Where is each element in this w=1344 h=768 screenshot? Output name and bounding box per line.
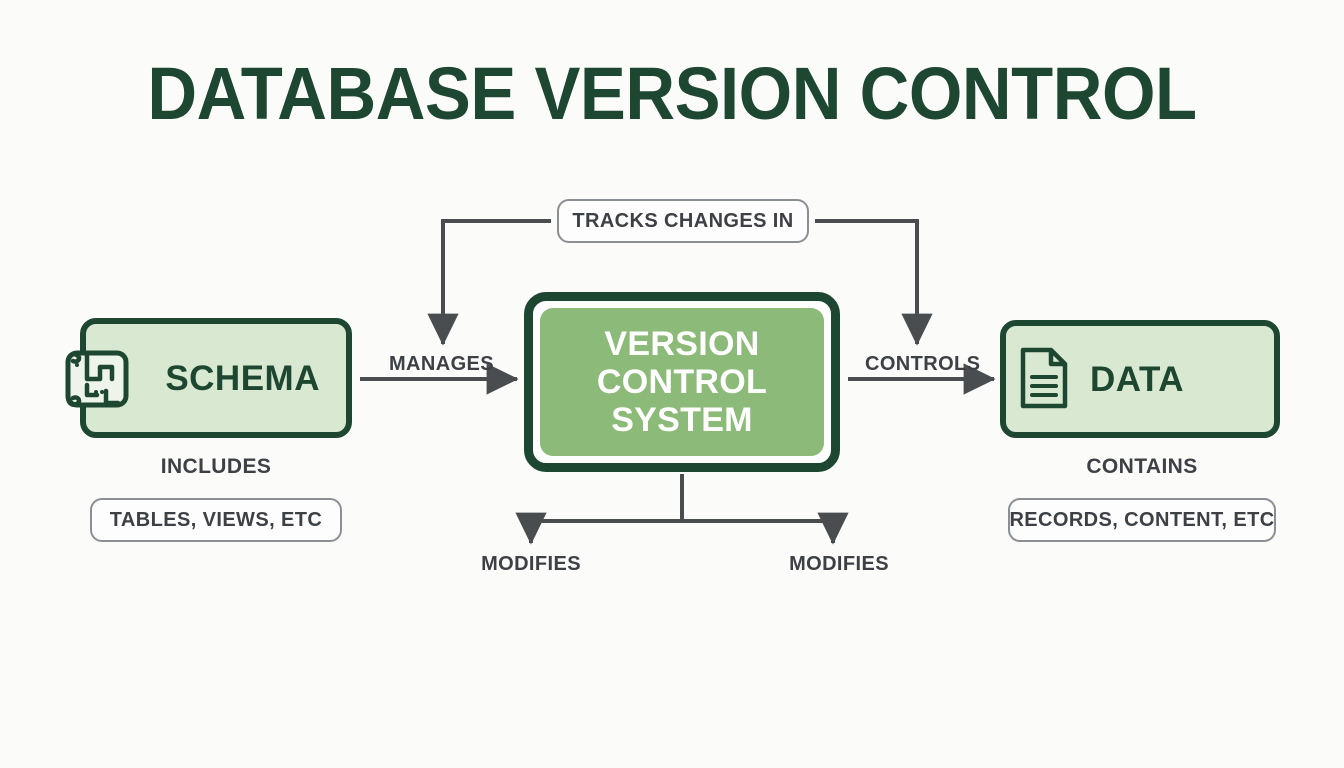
data-relation-label: CONTAINS [1086,455,1198,478]
node-schema-label: SCHEMA [165,358,320,398]
node-vcs-inner: VERSION CONTROL SYSTEM [540,308,824,456]
edge-label-tracks-changes-in[interactable]: TRACKS CHANGES IN [557,199,809,243]
node-data-label: DATA [1090,359,1185,399]
edge-label-modifies-right: MODIFIES [789,553,889,575]
blueprint-icon [65,350,129,408]
schema-detail-pill[interactable]: TABLES, VIEWS, ETC [90,498,342,542]
edge-label-manages: MANAGES [389,353,495,375]
node-version-control-system[interactable]: VERSION CONTROL SYSTEM [524,292,840,472]
edge-label-modifies-left: MODIFIES [481,553,581,575]
edge-label-controls: CONTROLS [865,353,981,375]
page-title: DATABASE VERSION CONTROL [147,52,1197,135]
node-vcs-label-line3: SYSTEM [611,401,753,439]
data-detail-pill[interactable]: RECORDS, CONTENT, ETC [1008,498,1276,542]
node-vcs-label-line2: CONTROL [596,363,768,401]
node-vcs-label-line1: VERSION [604,325,760,363]
document-icon [1020,347,1068,409]
schema-relation-label: INCLUDES [160,455,272,478]
